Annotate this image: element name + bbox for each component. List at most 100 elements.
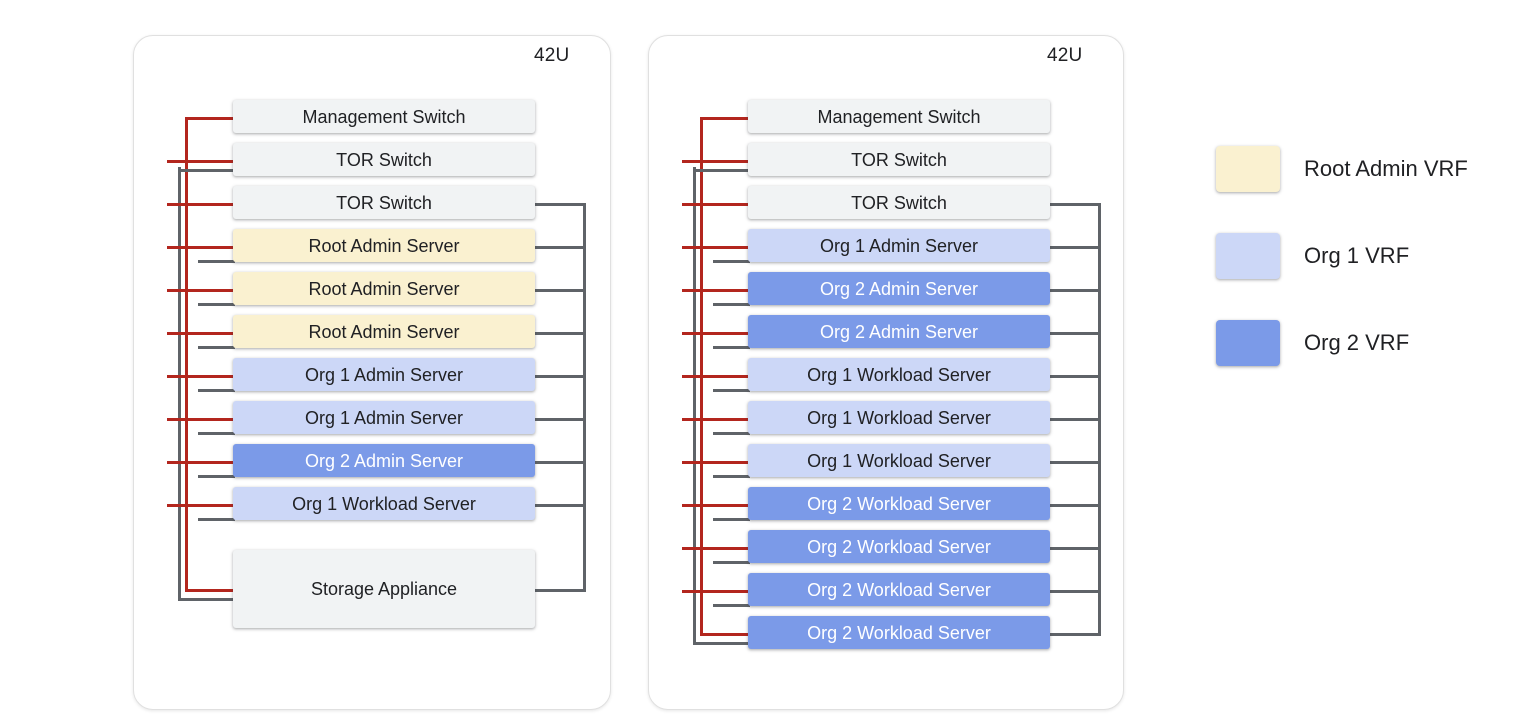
- network-stub: [1050, 589, 1098, 593]
- device-org1[interactable]: Org 1 Admin Server: [748, 229, 1050, 262]
- power-stub: [167, 374, 235, 378]
- network-stub: [1050, 331, 1098, 335]
- network-stub: [1050, 417, 1098, 421]
- device-org1[interactable]: Org 1 Workload Server: [233, 487, 535, 520]
- management-stub: [198, 474, 235, 478]
- power-stub: [185, 589, 235, 592]
- legend-item: Root Admin VRF: [1216, 146, 1468, 192]
- device-label: Org 2 Workload Server: [807, 493, 991, 514]
- device-org1[interactable]: Org 1 Workload Server: [748, 401, 1050, 434]
- management-stub: [713, 517, 750, 521]
- network-stub: [1050, 288, 1098, 292]
- device-org2[interactable]: Org 2 Workload Server: [748, 530, 1050, 563]
- management-stub: [713, 388, 750, 392]
- device-label: Root Admin Server: [308, 321, 460, 342]
- network-stub: [535, 245, 583, 249]
- device-neutral[interactable]: TOR Switch: [748, 143, 1050, 176]
- power-stub: [700, 632, 750, 636]
- legend-swatch-1: [1216, 233, 1280, 279]
- legend-swatch-0: [1216, 146, 1280, 192]
- device-label: TOR Switch: [851, 192, 947, 213]
- network-stub: [1050, 460, 1098, 464]
- legend-label: Root Admin VRF: [1304, 156, 1468, 181]
- management-stub: [693, 168, 750, 172]
- power-stub: [167, 288, 235, 292]
- device-org2[interactable]: Org 2 Workload Server: [748, 487, 1050, 520]
- management-stub: [198, 345, 235, 349]
- rack-capacity-label: 42U: [1047, 45, 1083, 66]
- device-label: Org 1 Workload Server: [292, 493, 476, 514]
- device-label: Storage Appliance: [310, 579, 458, 599]
- power-stub: [682, 460, 750, 464]
- network-bus-vertical: [1098, 202, 1101, 633]
- device-org2[interactable]: Org 2 Admin Server: [748, 272, 1050, 305]
- power-stub: [700, 116, 750, 120]
- device-root[interactable]: Root Admin Server: [233, 229, 535, 262]
- device-org2[interactable]: Org 2 Admin Server: [748, 315, 1050, 348]
- device-neutral[interactable]: TOR Switch: [233, 186, 535, 219]
- network-bus-bottom-stub: [535, 589, 586, 592]
- network-stub: [535, 417, 583, 421]
- network-stub: [1050, 245, 1098, 249]
- network-stub: [535, 503, 583, 507]
- power-bus-vertical: [185, 116, 188, 589]
- management-stub: [713, 259, 750, 263]
- management-bus-vertical: [178, 166, 181, 598]
- device-root[interactable]: Root Admin Server: [233, 315, 535, 348]
- network-bus-top-stub: [535, 202, 586, 206]
- network-stub: [1050, 546, 1098, 550]
- management-stub: [713, 431, 750, 435]
- legend-label: Org 1 VRF: [1304, 243, 1410, 268]
- device-label: Org 2 Admin Server: [819, 321, 979, 342]
- device-label: TOR Switch: [336, 192, 432, 213]
- device-label: Org 1 Workload Server: [807, 407, 991, 428]
- device-neutral[interactable]: Storage Appliance: [233, 550, 535, 628]
- power-stub: [682, 589, 750, 593]
- management-stub: [198, 302, 235, 306]
- device-org2[interactable]: Org 2 Workload Server: [748, 573, 1050, 606]
- network-stub: [1050, 503, 1098, 507]
- power-stub: [682, 374, 750, 378]
- device-label: Org 2 Workload Server: [807, 622, 991, 643]
- power-stub: [682, 288, 750, 292]
- legend-swatch-2: [1216, 320, 1280, 366]
- device-neutral[interactable]: TOR Switch: [233, 143, 535, 176]
- power-stub: [167, 417, 235, 421]
- device-org1[interactable]: Org 1 Admin Server: [233, 358, 535, 391]
- device-label: Root Admin Server: [308, 235, 460, 256]
- management-stub: [178, 168, 235, 172]
- device-label: Org 1 Workload Server: [807, 364, 991, 385]
- power-stub: [682, 503, 750, 507]
- device-org2[interactable]: Org 2 Workload Server: [748, 616, 1050, 649]
- device-root[interactable]: Root Admin Server: [233, 272, 535, 305]
- device-label: Org 1 Admin Server: [304, 407, 464, 428]
- device-org1[interactable]: Org 1 Workload Server: [748, 358, 1050, 391]
- power-stub: [682, 417, 750, 421]
- device-org2[interactable]: Org 2 Admin Server: [233, 444, 535, 477]
- device-label: Management Switch: [302, 106, 466, 127]
- legend-item: Org 2 VRF: [1216, 320, 1409, 366]
- management-stub: [713, 474, 750, 478]
- management-stub: [713, 345, 750, 349]
- device-label: TOR Switch: [851, 149, 947, 170]
- device-org1[interactable]: Org 1 Admin Server: [233, 401, 535, 434]
- power-stub: [682, 202, 750, 206]
- power-stub: [167, 245, 235, 249]
- power-stub: [682, 159, 750, 163]
- power-stub: [167, 159, 235, 163]
- device-org1[interactable]: Org 1 Workload Server: [748, 444, 1050, 477]
- network-stub: [535, 288, 583, 292]
- device-label: Org 2 Admin Server: [819, 278, 979, 299]
- device-neutral[interactable]: Management Switch: [233, 100, 535, 133]
- device-label: Root Admin Server: [308, 278, 460, 299]
- device-label: TOR Switch: [336, 149, 432, 170]
- management-stub: [178, 598, 235, 601]
- management-stub: [713, 603, 750, 607]
- device-neutral[interactable]: TOR Switch: [748, 186, 1050, 219]
- device-neutral[interactable]: Management Switch: [748, 100, 1050, 133]
- power-stub: [682, 245, 750, 249]
- power-stub: [682, 546, 750, 550]
- management-stub: [198, 259, 235, 263]
- power-stub: [167, 202, 235, 206]
- management-stub: [693, 641, 750, 645]
